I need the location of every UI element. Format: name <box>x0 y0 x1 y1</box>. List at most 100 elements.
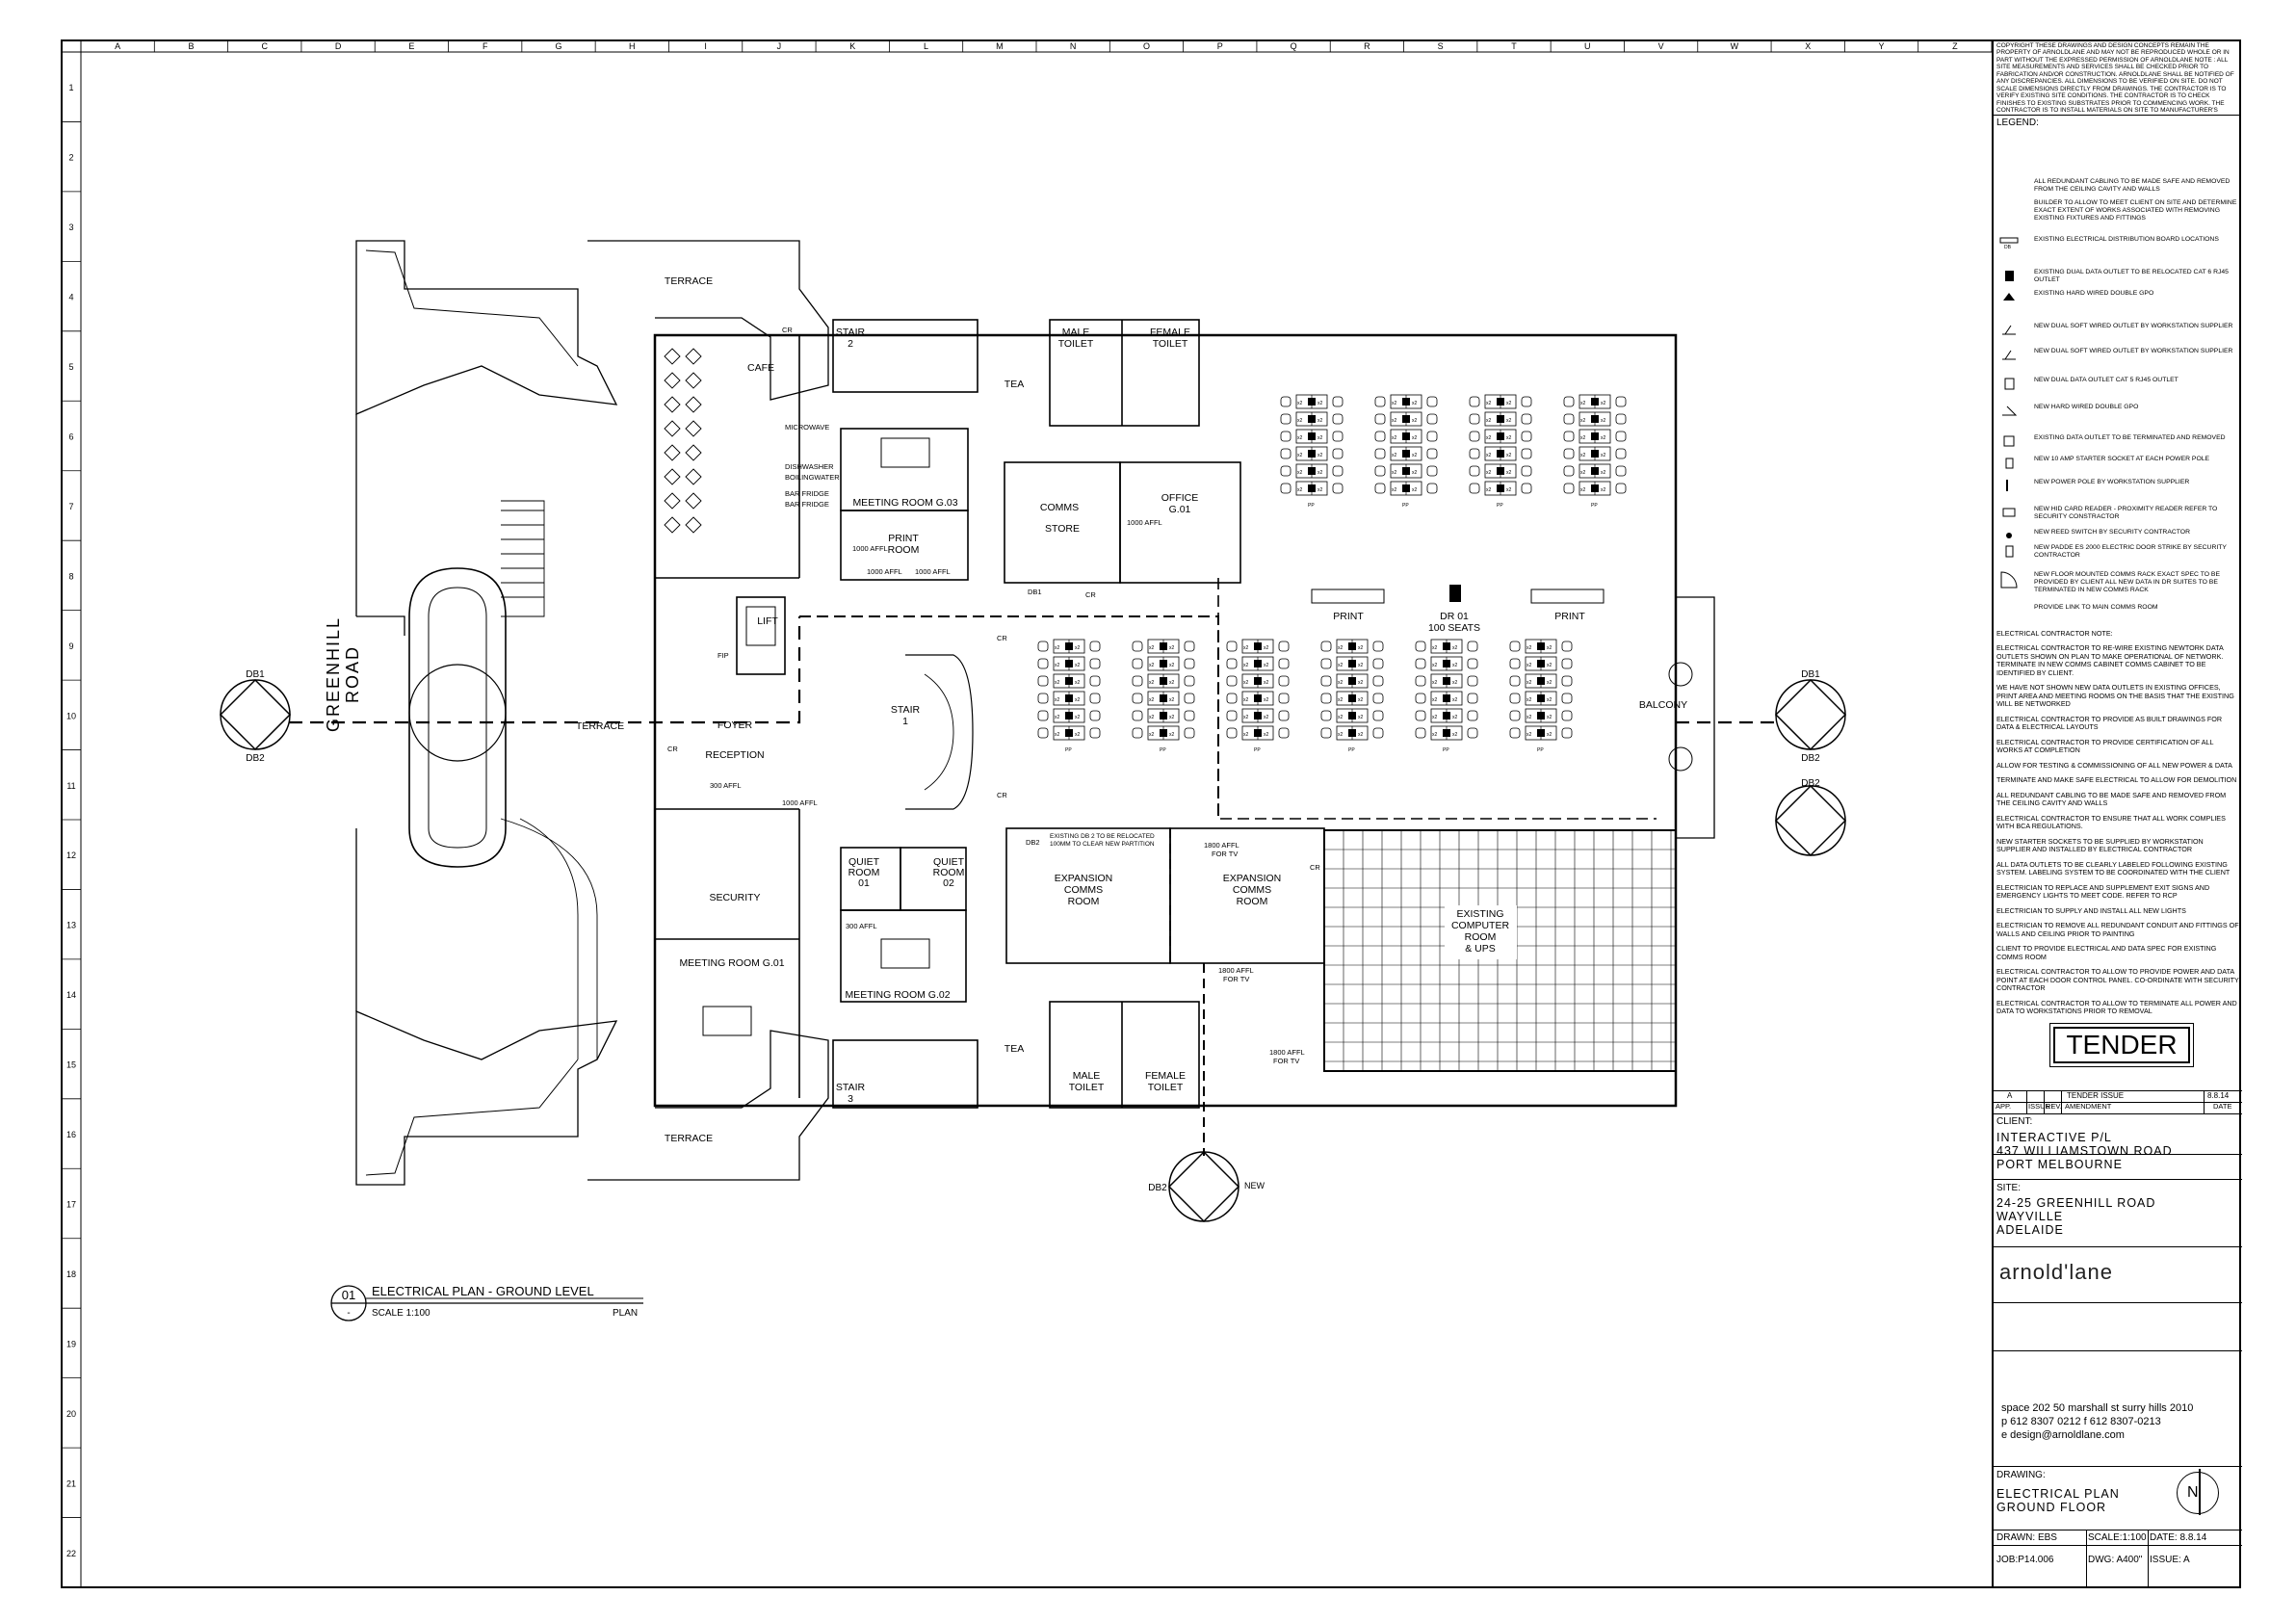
chair <box>1132 727 1143 739</box>
pp-icon <box>1999 478 2019 495</box>
chair <box>1226 693 1238 704</box>
outlet-mark: x2 <box>1358 715 1364 720</box>
chair <box>1226 710 1238 721</box>
outlet-mark: x2 <box>1297 453 1303 458</box>
outlet-mark: x2 <box>1149 732 1155 738</box>
outlet-mark: x2 <box>1338 645 1344 651</box>
legend-item: BUILDER TO ALLOW TO MEET CLIENT ON SITE … <box>1994 198 2242 222</box>
legend-text: NEW DUAL DATA OUTLET CAT 5 RJ45 OUTLET <box>2034 377 2179 383</box>
outlet-mark: x2 <box>1506 453 1512 458</box>
outlet-mark: x2 <box>1318 418 1323 424</box>
grid-column-label: Y <box>1879 41 1885 51</box>
grid-row-label: 12 <box>66 850 76 860</box>
outlet-mark: x2 <box>1392 453 1397 458</box>
chair <box>1372 727 1384 739</box>
contractor-note: ELECTRICIAN TO REPLACE AND SUPPLEMENT EX… <box>1996 882 2210 901</box>
chair <box>1280 483 1292 494</box>
comms-rack-icon <box>1999 570 2019 589</box>
power-pole-marker <box>1308 415 1316 423</box>
chair <box>1372 675 1384 687</box>
chair <box>1332 431 1344 442</box>
outlet-mark: x2 <box>1075 680 1081 686</box>
chair <box>1278 710 1290 721</box>
outlet-mark: x2 <box>1392 401 1397 406</box>
chair <box>1467 641 1478 652</box>
contractor-note: ELECTRICAL CONTRACTOR TO ENSURE THAT ALL… <box>1996 813 2226 831</box>
outlet-mark: x2 <box>1297 418 1303 424</box>
legend-item: NEW HID CARD READER - PROXIMITY READER R… <box>1994 505 2242 524</box>
legend-blank <box>1999 603 2019 620</box>
outlet-mark: x2 <box>1601 470 1606 476</box>
chair <box>1469 396 1480 407</box>
power-pole-marker <box>1065 712 1073 719</box>
label-db2-right-1: DB2 <box>1801 753 1820 764</box>
power-pole-label: PP <box>1443 747 1449 753</box>
grid-row-label: 9 <box>68 641 73 651</box>
chair <box>1469 448 1480 459</box>
power-pole-marker <box>1537 660 1545 667</box>
site-line-3: ADELAIDE <box>1996 1223 2064 1237</box>
label-db1-right: DB1 <box>1801 669 1820 680</box>
contractor-notes: ELECTRICAL CONTRACTOR NOTE: ELECTRICAL C… <box>1996 629 2239 1022</box>
power-pole-marker <box>1348 712 1356 719</box>
outlet-mark: x2 <box>1243 697 1249 703</box>
chair <box>1089 727 1101 739</box>
power-pole-marker <box>1308 450 1316 458</box>
grid-column-label: Q <box>1291 41 1297 51</box>
note-affl-office: 1000 AFFL <box>1127 518 1162 527</box>
outlet-mark: x2 <box>1452 697 1458 703</box>
power-pole-marker <box>1308 484 1316 492</box>
chair <box>1320 641 1332 652</box>
chair <box>1467 727 1478 739</box>
terminate-icon <box>1999 433 2019 451</box>
cafe-table <box>685 372 702 389</box>
power-pole-marker <box>1160 677 1167 685</box>
grid-column-label: L <box>924 41 928 51</box>
outlet-mark: x2 <box>1055 645 1060 651</box>
chair <box>1469 413 1480 425</box>
cafe-table <box>685 516 702 534</box>
outlet-mark: x2 <box>1392 418 1397 424</box>
outlet-mark: x2 <box>1486 487 1492 493</box>
rev-amendment: TENDER ISSUE <box>2067 1091 2125 1100</box>
outlet-mark: x2 <box>1358 645 1364 651</box>
drawing-label: DRAWING: <box>1996 1470 2046 1480</box>
outlet-mark: x2 <box>1486 470 1492 476</box>
outlet-mark: x2 <box>1412 418 1418 424</box>
outlet-mark: x2 <box>1169 732 1175 738</box>
power-pole-marker <box>1348 660 1356 667</box>
open-square-icon <box>1999 376 2019 393</box>
chair <box>1426 413 1438 425</box>
rev-date: 8.8.14 <box>2207 1091 2230 1100</box>
chair <box>1089 710 1101 721</box>
outlet-mark: x2 <box>1432 680 1438 686</box>
grid-column-label: I <box>704 41 707 51</box>
chair <box>1280 448 1292 459</box>
outlet-mark: x2 <box>1412 453 1418 458</box>
power-pole-marker <box>1065 660 1073 667</box>
appliance-bar-fridge-2: BAR FRIDGE <box>785 500 829 509</box>
rev-issue: A <box>2007 1091 2013 1100</box>
outlet-mark: x2 <box>1432 697 1438 703</box>
legend-text: NEW HARD WIRED DOUBLE GPO <box>2034 404 2139 410</box>
outlet-mark: x2 <box>1392 487 1397 493</box>
contractor-note: ELECTRICAL CONTRACTOR TO ALLOW TO PROVID… <box>1996 967 2239 993</box>
outlet-mark: x2 <box>1412 435 1418 441</box>
outlet-mark: x2 <box>1338 663 1344 668</box>
label-db2-bottom: DB2 <box>1148 1183 1167 1193</box>
outlet-mark: x2 <box>1243 732 1249 738</box>
power-pole-marker <box>1537 694 1545 702</box>
power-pole-marker <box>1591 484 1599 492</box>
note-db1-wall: DB1 <box>1028 588 1042 596</box>
cafe-table <box>664 516 681 534</box>
note-affl-reception-1: 300 AFFL <box>710 781 742 790</box>
